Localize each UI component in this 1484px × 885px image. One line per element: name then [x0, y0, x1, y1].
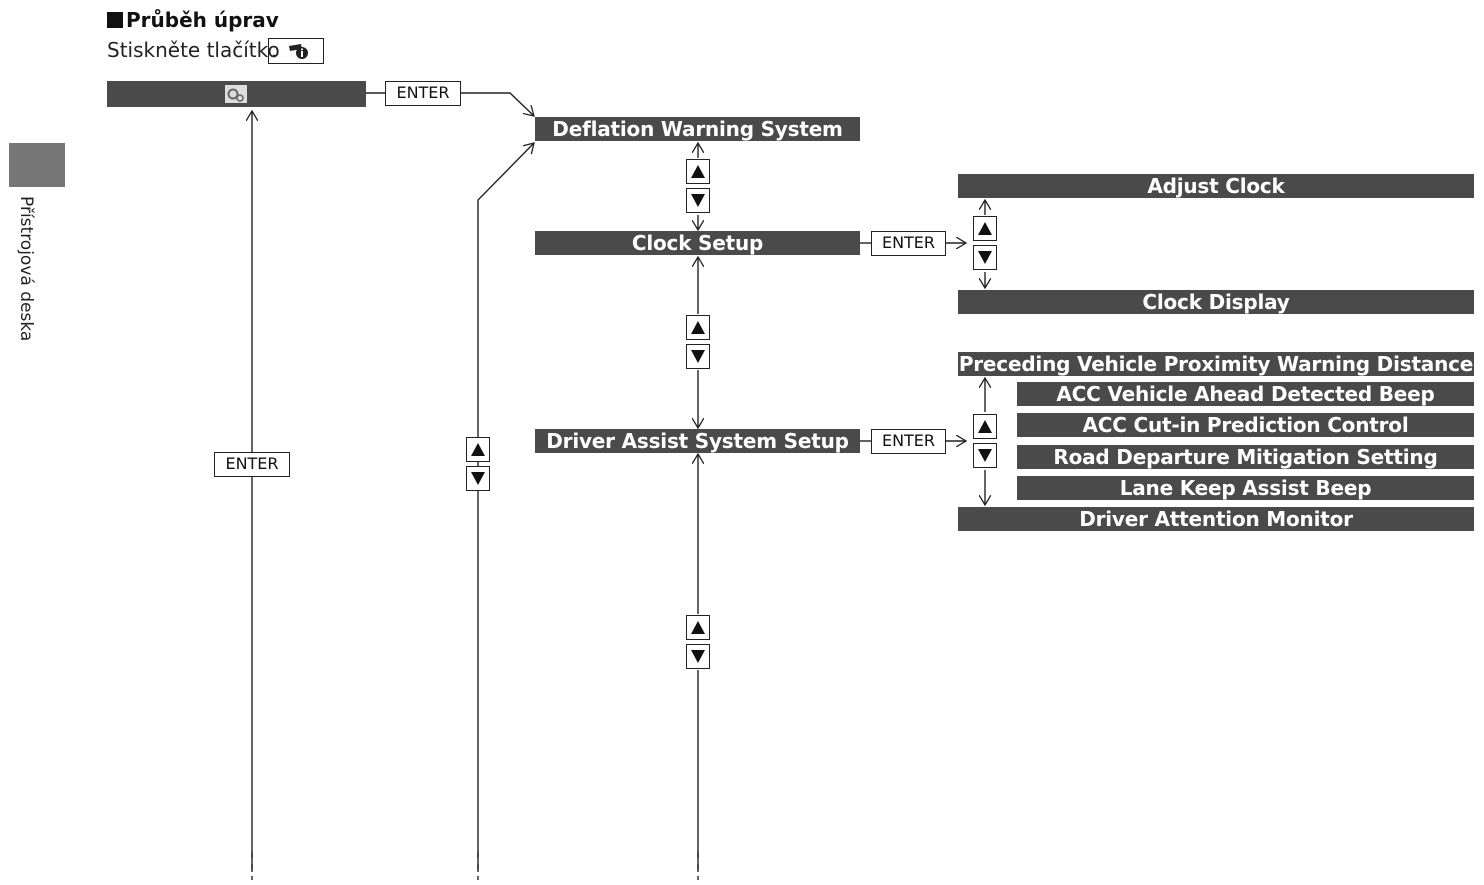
enter-button-clock: ENTER: [871, 231, 946, 256]
enter-button-return: ENTER: [214, 452, 290, 477]
menu-item-clock-setup: Clock Setup: [535, 231, 860, 255]
down-arrow-icon: [686, 344, 710, 369]
down-arrow-icon: [973, 245, 997, 270]
up-arrow-icon: [973, 216, 997, 241]
submenu-road-departure: Road Departure Mitigation Setting: [1017, 445, 1474, 469]
enter-button-main: ENTER: [385, 81, 461, 106]
down-arrow-icon: [466, 466, 490, 491]
section-heading: Průběh úprav: [107, 8, 279, 32]
submenu-clock-display: Clock Display: [958, 290, 1474, 314]
submenu-acc-ahead-beep: ACC Vehicle Ahead Detected Beep: [1017, 382, 1474, 406]
up-arrow-icon: [686, 615, 710, 640]
menu-item-deflation: Deflation Warning System: [535, 117, 860, 141]
submenu-attention-monitor: Driver Attention Monitor: [958, 507, 1474, 531]
menu-item-driver-assist: Driver Assist System Setup: [535, 429, 860, 453]
up-arrow-icon: [466, 437, 490, 462]
up-arrow-icon: [973, 414, 997, 439]
side-tab-label: Přístrojová deska: [16, 196, 36, 342]
submenu-adjust-clock: Adjust Clock: [958, 174, 1474, 198]
enter-button-assist: ENTER: [871, 429, 946, 454]
submenu-proximity-warning: Preceding Vehicle Proximity Warning Dist…: [958, 352, 1474, 376]
heading-text: Průběh úprav: [126, 8, 279, 32]
submenu-lane-keep-beep: Lane Keep Assist Beep: [1017, 476, 1474, 500]
section-tab: [9, 143, 65, 187]
down-arrow-icon: [686, 188, 710, 213]
settings-gear-icon: [225, 85, 247, 103]
settings-menu-bar: [107, 81, 366, 107]
down-arrow-icon: [686, 644, 710, 669]
up-arrow-icon: [686, 159, 710, 184]
info-button-icon: [268, 38, 324, 64]
up-arrow-icon: [686, 315, 710, 340]
submenu-acc-cutin: ACC Cut-in Prediction Control: [1017, 413, 1474, 437]
heading-square-icon: [107, 12, 123, 28]
instruction-text: Stiskněte tlačítko: [107, 38, 280, 62]
down-arrow-icon: [973, 443, 997, 468]
